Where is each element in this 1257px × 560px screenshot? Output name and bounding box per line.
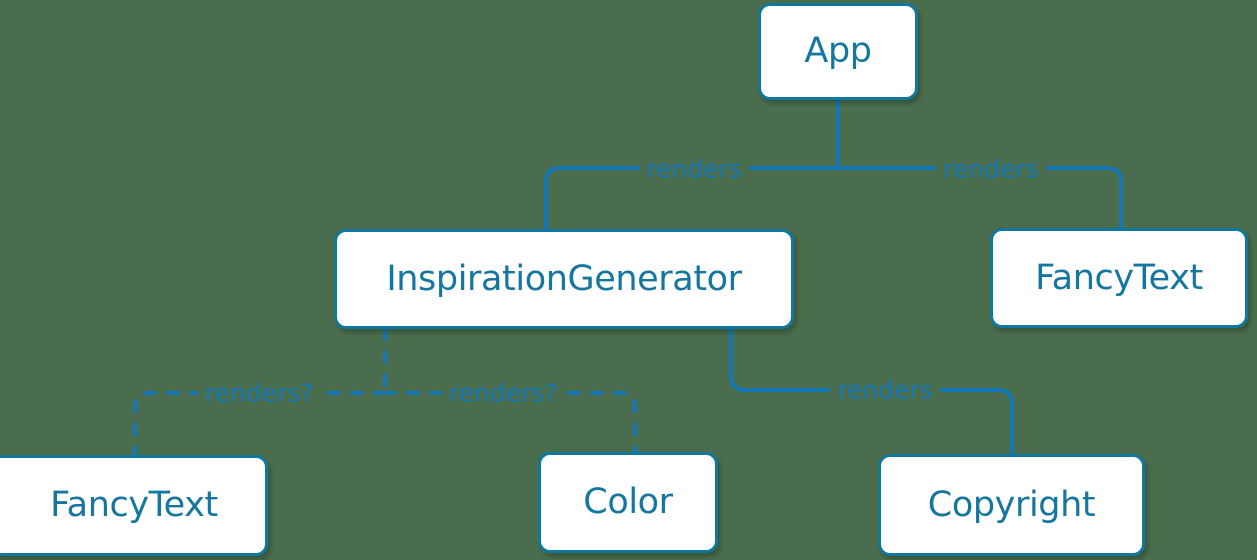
- edge-label-inspirationgenerator-to-color: renders?: [441, 380, 565, 406]
- node-inspirationgenerator[interactable]: InspirationGenerator: [334, 229, 794, 329]
- node-fancytext-bottom[interactable]: FancyText: [0, 455, 268, 556]
- node-color-label: Color: [583, 482, 673, 522]
- node-copyright-label: Copyright: [927, 484, 1096, 525]
- node-app-label: App: [804, 31, 872, 71]
- node-fancytext-bottom-label: FancyText: [50, 485, 218, 525]
- node-fancytext-top-label: FancyText: [1035, 257, 1203, 298]
- node-inspirationgenerator-label: InspirationGenerator: [386, 258, 742, 299]
- node-copyright[interactable]: Copyright: [878, 454, 1145, 556]
- node-color[interactable]: Color: [538, 452, 718, 553]
- edge-label-app-to-fancytext: renders: [936, 156, 1046, 182]
- edge-label-app-to-inspirationgenerator: renders: [639, 156, 749, 182]
- node-fancytext-top[interactable]: FancyText: [990, 228, 1248, 328]
- node-app[interactable]: App: [758, 3, 918, 100]
- edge-label-inspirationgenerator-to-copyright: renders: [830, 377, 940, 403]
- edge-label-inspirationgenerator-to-fancytext: renders?: [197, 380, 321, 406]
